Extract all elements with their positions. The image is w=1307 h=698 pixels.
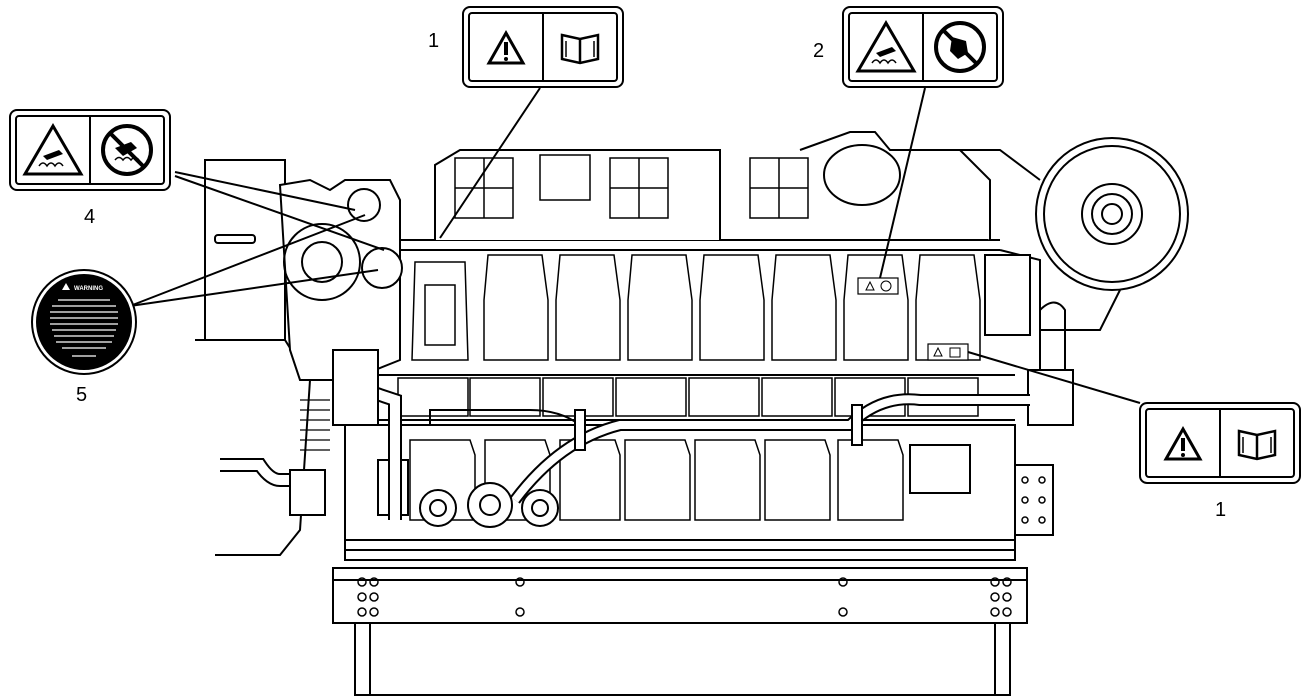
leader-lines [129,87,1141,404]
no-touch-hot-surface-icon [101,124,153,176]
callout-5: 5 [76,384,87,406]
engine-body [195,131,1189,696]
warning-sticker-5: WARNING [31,269,137,375]
sticker-warning-heading: WARNING [74,286,103,292]
safety-label-1-top [462,6,624,88]
callout-4: 4 [84,206,95,228]
safety-label-2 [842,6,1004,88]
safety-label-4 [9,109,171,191]
callout-2: 2 [813,40,824,62]
callout-1-right: 1 [1215,499,1226,521]
callout-1-top: 1 [428,30,439,52]
safety-label-1-right [1139,402,1301,484]
hot-surface-warning-icon [855,20,917,73]
no-touch-icon [934,21,986,73]
hot-surface-warning-icon [22,123,84,176]
